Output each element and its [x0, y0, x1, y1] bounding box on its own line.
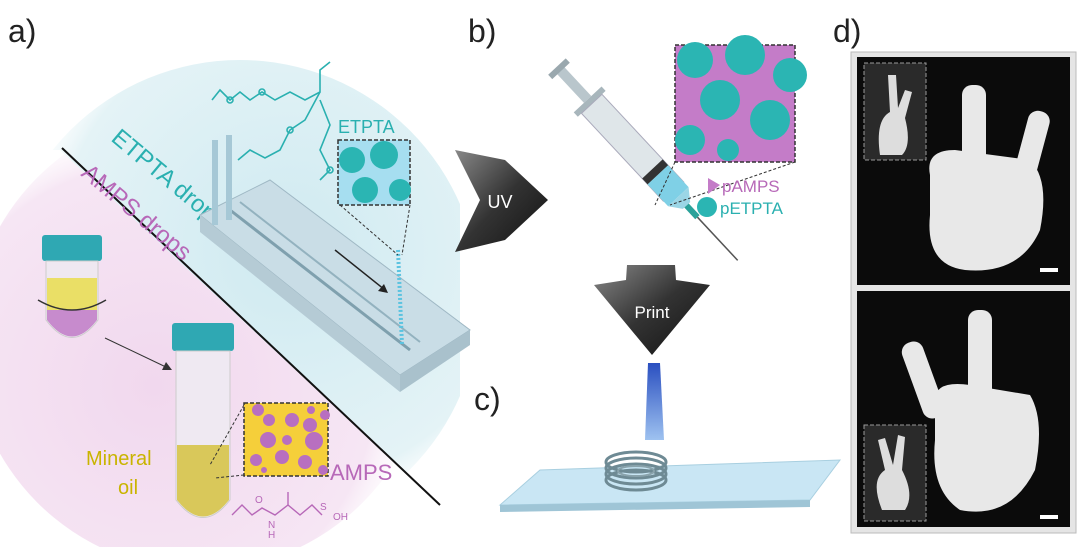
photo-top [857, 57, 1070, 285]
oil-label: oil [118, 477, 138, 499]
uv-label: UV [487, 192, 512, 212]
panel-b: b) pAMPS pETPTA [468, 13, 807, 261]
chem-h: H [268, 530, 275, 541]
uv-arrow: UV [455, 150, 548, 252]
amps-structure: N H O S OH [231, 492, 348, 541]
etpta-structure [211, 61, 334, 181]
tube-1 [37, 235, 107, 338]
photo-bottom [857, 291, 1070, 527]
glass-slide [498, 459, 842, 512]
inlet-tube [212, 140, 218, 225]
amps-label: AMPS [330, 460, 392, 485]
pamps-petpta-inset [654, 35, 807, 206]
petpta-legend-marker [697, 197, 717, 217]
syringe [548, 58, 739, 261]
panel-label-b: b) [468, 13, 496, 49]
plunger [556, 66, 592, 103]
panel-label-c: c) [474, 381, 501, 417]
print-label: Print [635, 303, 670, 322]
microfluidic-chip [199, 135, 471, 392]
tube-cap [172, 323, 234, 351]
scale-bar [1040, 515, 1058, 519]
scale-bar [1040, 268, 1058, 272]
printed-coil [604, 450, 668, 492]
rotate-arrow-icon [37, 299, 107, 311]
print-arrow: Print [594, 265, 710, 355]
print-nozzle-beam [645, 363, 664, 440]
mineral-label: Mineral [86, 448, 152, 470]
printed-hand-bottom [901, 310, 1039, 512]
panel-a: a) ETPTA drops AMPS drops [0, 13, 471, 547]
amps-inset [209, 402, 330, 479]
divider-line [61, 147, 441, 506]
chem-o: O [255, 495, 263, 506]
tube-cap [42, 235, 102, 261]
tube-2 [172, 323, 234, 518]
transfer-arrow [104, 337, 169, 369]
petpta-label: pETPTA [720, 199, 784, 218]
pamps-legend-marker [708, 178, 720, 194]
flow-arrow [334, 249, 386, 291]
printed-hand-top [929, 85, 1050, 271]
etpta-label: ETPTA [338, 117, 395, 137]
inlet-tube [226, 135, 232, 220]
panel-d: d) [833, 13, 1077, 534]
pamps-label: pAMPS [722, 177, 780, 196]
chem-n: N [268, 520, 275, 531]
etpta-inset: ETPTA [337, 117, 411, 256]
chem-s: S [320, 502, 327, 513]
panel-label-a: a) [8, 13, 36, 49]
panel-c: c) [474, 363, 842, 512]
chem-oh: OH [333, 512, 348, 523]
panel-label-d: d) [833, 13, 861, 49]
